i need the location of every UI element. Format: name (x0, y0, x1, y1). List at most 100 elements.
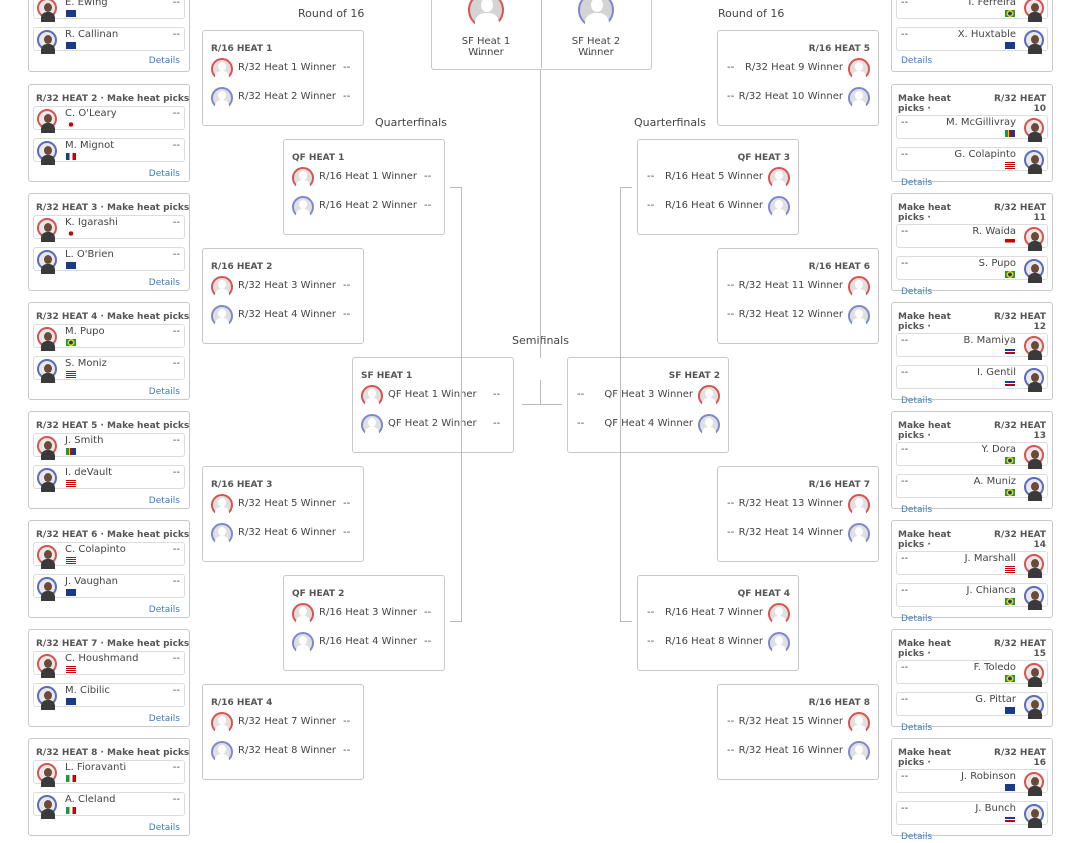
athlete-row[interactable]: A. Muniz-- (896, 474, 1048, 501)
heat-header[interactable]: R/32 HEAT 4 · Make heat picks (36, 312, 190, 322)
athlete-row[interactable]: I. Ferreira-- (896, 0, 1048, 22)
athlete-row[interactable]: J. Bunch-- (896, 801, 1048, 828)
athlete-row[interactable]: S. Moniz-- (33, 356, 185, 383)
score: -- (585, 49, 593, 60)
details-link[interactable]: Details (148, 387, 180, 397)
avatar-body (215, 536, 229, 545)
athlete-name: I. deVault (65, 467, 113, 478)
heat-header[interactable]: R/32 HEAT 5 · Make heat picks (36, 421, 190, 431)
details-link[interactable]: Details (901, 56, 933, 66)
athlete-row[interactable]: L. O'Brien-- (33, 247, 185, 274)
avatar-body (296, 209, 310, 218)
athlete-row[interactable]: L. Fioravanti-- (33, 760, 185, 787)
athlete-name: M. Pupo (65, 326, 105, 337)
heat-header[interactable]: R/32 HEAT 6 · Make heat picks (36, 530, 190, 540)
make-picks-label[interactable]: Make heat picks · (898, 312, 951, 332)
slot-name: R/32 Heat 11 Winner (738, 280, 843, 291)
heat-header: QF HEAT 2 (292, 589, 345, 599)
athlete-row[interactable]: R. Callinan-- (33, 27, 185, 54)
athlete-row[interactable]: J. Vaughan-- (33, 574, 185, 601)
details-link[interactable]: Details (148, 56, 180, 66)
make-picks-label[interactable]: Make heat picks · (898, 203, 951, 223)
avatar-head (775, 636, 783, 645)
placeholder-avatar (768, 167, 790, 189)
avatar-head (855, 527, 863, 536)
avatar-body (215, 507, 229, 516)
r32-heat-card: R/32 HEAT 7 · Make heat picks C. Houshman… (28, 629, 190, 727)
score: -- (172, 794, 180, 805)
athlete-row[interactable]: K. Igarashi-- (33, 215, 185, 242)
slot-name: R/16 Heat 6 Winner (664, 200, 763, 211)
details-link[interactable]: Details (148, 278, 180, 288)
make-picks-label[interactable]: Make heat picks · (898, 530, 951, 550)
heat-header[interactable]: R/32 HEAT 7 · Make heat picks (36, 639, 190, 649)
placeholder-avatar (848, 305, 870, 327)
make-picks-label[interactable]: Make heat picks · (898, 94, 951, 114)
us-flag-icon (66, 557, 76, 564)
connector-line (540, 380, 541, 404)
athlete-row[interactable]: J. Chianca-- (896, 583, 1048, 610)
athlete-row[interactable]: M. Cibilic-- (33, 683, 185, 710)
athlete-row[interactable]: G. Pittar-- (896, 692, 1048, 719)
slot-name: R/32 Heat 10 Winner (738, 91, 843, 102)
heat-number: R/32 HEAT 16 (994, 748, 1046, 768)
details-link[interactable]: Details (148, 169, 180, 179)
details-link[interactable]: Details (901, 832, 933, 842)
athlete-row[interactable]: J. Smith-- (33, 433, 185, 460)
r32-heat-card: E. Ewing-- R. Callinan-- Details (28, 0, 190, 72)
athlete-row[interactable]: E. Ewing-- (33, 0, 185, 22)
athlete-row[interactable]: B. Mamiya-- (896, 333, 1048, 360)
score: -- (901, 367, 909, 378)
slot-name: R/32 Heat 1 Winner (238, 62, 337, 73)
details-link[interactable]: Details (901, 178, 933, 188)
athlete-row[interactable]: M. Pupo-- (33, 324, 185, 351)
athlete-row[interactable]: M. Mignot-- (33, 138, 185, 165)
athlete-row[interactable]: S. Pupo-- (896, 256, 1048, 283)
details-link[interactable]: Details (148, 714, 180, 724)
placeholder-avatar (211, 523, 233, 545)
athlete-row[interactable]: C. Colapinto-- (33, 542, 185, 569)
avatar-body (41, 559, 55, 569)
make-picks-label[interactable]: Make heat picks · (898, 748, 951, 768)
athlete-row[interactable]: I. deVault-- (33, 465, 185, 492)
details-link[interactable]: Details (901, 614, 933, 624)
avatar-body (1028, 568, 1042, 578)
placeholder-avatar (848, 494, 870, 516)
athlete-row[interactable]: J. Marshall-- (896, 551, 1048, 578)
athlete-row[interactable]: G. Colapinto-- (896, 147, 1048, 174)
heat-header[interactable]: R/32 HEAT 8 · Make heat picks (36, 748, 190, 758)
heat-header[interactable]: R/32 HEAT 2 · Make heat picks (36, 94, 190, 104)
athlete-row[interactable]: A. Cleland-- (33, 792, 185, 819)
details-link[interactable]: Details (148, 605, 180, 615)
details-link[interactable]: Details (148, 496, 180, 506)
athlete-row[interactable]: C. Houshmand-- (33, 651, 185, 678)
details-link[interactable]: Details (901, 287, 933, 297)
heat-header[interactable]: R/32 HEAT 3 · Make heat picks (36, 203, 190, 213)
connector-line (450, 187, 462, 188)
avatar-body (1028, 12, 1042, 22)
avatar-head (44, 691, 52, 700)
make-picks-label[interactable]: Make heat picks · (898, 639, 951, 659)
details-link[interactable]: Details (901, 723, 933, 733)
athlete-row[interactable]: F. Toledo-- (896, 660, 1048, 687)
athlete-row[interactable]: C. O'Leary-- (33, 106, 185, 133)
details-link[interactable]: Details (901, 505, 933, 515)
athlete-row[interactable]: Y. Dora-- (896, 442, 1048, 469)
details-link[interactable]: Details (148, 823, 180, 833)
athlete-row[interactable]: M. McGillivray-- (896, 115, 1048, 142)
avatar-head (218, 716, 226, 725)
score: -- (172, 0, 180, 8)
placeholder-avatar (211, 712, 233, 734)
athlete-row[interactable]: X. Huxtable-- (896, 27, 1048, 54)
heat-number: R/32 HEAT 13 (994, 421, 1046, 441)
athlete-row[interactable]: I. Gentil-- (896, 365, 1048, 392)
make-picks-label[interactable]: Make heat picks · (898, 421, 951, 441)
athlete-name: S. Moniz (65, 358, 107, 369)
athlete-row[interactable]: R. Waida-- (896, 224, 1048, 251)
details-link[interactable]: Details (901, 396, 933, 406)
athlete-row[interactable]: J. Robinson-- (896, 769, 1048, 796)
avatar-body (772, 180, 786, 189)
placeholder-avatar (211, 494, 233, 516)
